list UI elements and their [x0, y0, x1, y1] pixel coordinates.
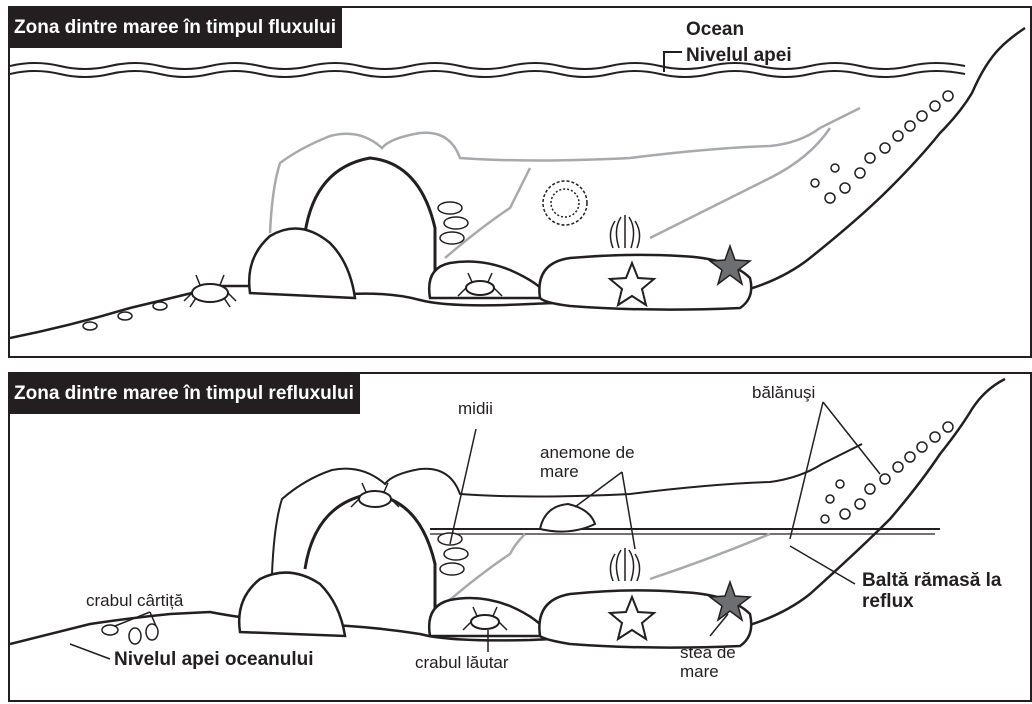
water-level-label: Nivelul apei	[686, 46, 792, 67]
small-rock	[540, 504, 595, 532]
anemone-leader-2	[622, 472, 635, 549]
mussel-icon	[438, 202, 468, 244]
submerged-rock-outline-2	[650, 534, 770, 579]
high-tide-scene	[10, 8, 1032, 358]
boulder-left	[249, 228, 355, 298]
barnacles-leader-1	[790, 402, 823, 539]
barnacle-icon	[811, 91, 953, 203]
fiddler-crab-label: crabul lăutar	[415, 654, 509, 673]
ocean-surface-line	[10, 63, 965, 69]
mussel-icon	[438, 533, 468, 575]
low-tide-panel: Zona dintre maree în timpul refluxului m…	[8, 372, 1032, 702]
mole-crab-label: crabul cârtiță	[86, 592, 183, 611]
mole-crab-icon	[102, 624, 158, 644]
low-tide-title: Zona dintre maree în timpul refluxului	[10, 374, 360, 414]
barnacles-leader-2	[823, 402, 880, 474]
anemone-icon	[543, 181, 587, 225]
sea-star-label: stea de mare	[680, 644, 770, 681]
boulder-left	[239, 573, 345, 636]
sea-anemones-label: anemone de mare	[540, 444, 660, 481]
submerged-rock-outline	[270, 108, 860, 233]
tide-pool-leader	[790, 546, 855, 584]
ocean-level-leader	[70, 644, 110, 659]
high-tide-panel: Zona dintre maree în timpul fluxului Oce…	[8, 6, 1032, 358]
mussels-leader	[450, 429, 476, 544]
crab-icon	[184, 275, 236, 307]
barnacles-label: bălănuşi	[752, 384, 815, 403]
barnacle-icon	[821, 422, 953, 523]
anemone-icon	[610, 548, 639, 581]
ocean-water-level-label: Nivelul apei oceanului	[114, 650, 314, 671]
mussels-label: midii	[458, 400, 493, 419]
anemone-icon	[610, 215, 639, 248]
ocean-label: Ocean	[686, 20, 744, 41]
ocean-surface-line-lower	[10, 71, 965, 77]
mole-crab-icon	[83, 302, 167, 330]
submerged-rock-outline-3	[650, 128, 830, 238]
high-tide-title: Zona dintre maree în timpul fluxului	[10, 8, 342, 48]
crab-icon	[351, 483, 399, 507]
tide-pool-label: Baltă rămasă la reflux	[862, 571, 1012, 613]
